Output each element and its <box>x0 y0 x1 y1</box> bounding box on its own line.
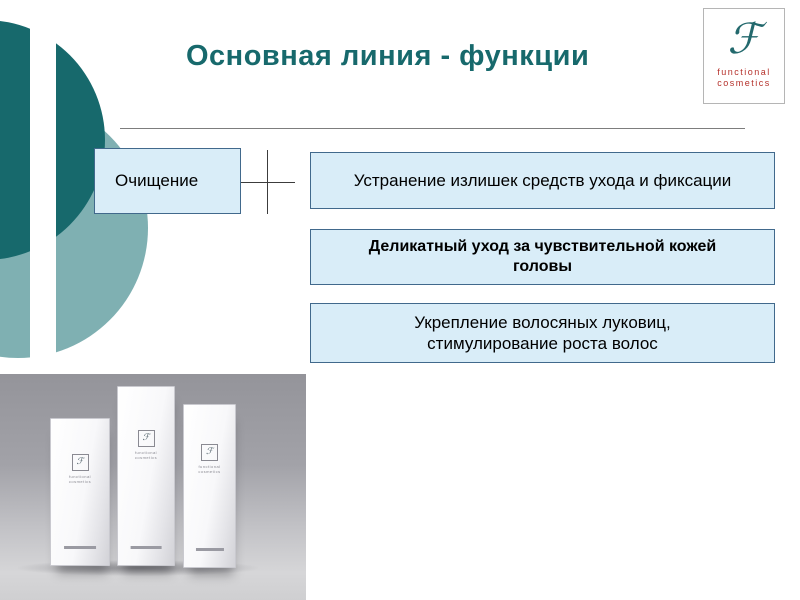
box-strengthen: Укрепление волосяных луковиц, стимулиров… <box>310 303 775 363</box>
brand-logo: ℱ functional cosmetics <box>703 8 785 104</box>
box-cleansing: Очищение <box>94 148 241 214</box>
box-delicate-care: Деликатный уход за чувствительной кожей … <box>310 229 775 285</box>
box-delicate-care-line1: Деликатный уход за чувствительной кожей <box>368 238 717 255</box>
product-caption-bar <box>64 546 96 549</box>
product-brand-mark: ℱ functional cosmetics <box>184 443 235 474</box>
box-cleansing-label: Очищение <box>115 171 199 191</box>
logo-word-functional: functional <box>717 67 771 77</box>
product-box-right: ℱ functional cosmetics <box>183 404 236 568</box>
slide-title: Основная линия - функции <box>186 40 590 72</box>
product-caption-bar <box>130 546 162 549</box>
box-delicate-care-line2: головы <box>512 258 573 275</box>
script-f-logo-icon: ℱ <box>727 13 761 63</box>
box-removal-label: Устранение излишек средств ухода и фикса… <box>353 170 732 190</box>
box-strengthen-label: Укрепление волосяных луковиц, стимулиров… <box>414 312 671 355</box>
box-removal: Устранение излишек средств ухода и фикса… <box>310 152 775 209</box>
script-f-logo-icon: ℱ <box>137 429 155 447</box>
box-strengthen-line2: стимулирование роста волос <box>427 334 658 353</box>
product-mark-word1: functional <box>198 463 221 469</box>
script-f-logo-icon: ℱ <box>201 443 218 461</box>
decorative-vertical-stripe <box>30 0 56 374</box>
product-mark-word1: functional <box>134 449 158 455</box>
title-underline <box>120 128 745 129</box>
product-caption-bar <box>195 548 224 551</box>
script-f-logo-icon: ℱ <box>71 454 89 472</box>
product-mark-word2: cosmetics <box>68 479 92 485</box>
product-brand-mark: ℱ functional cosmetics <box>51 454 109 484</box>
box-strengthen-line1: Укрепление волосяных луковиц, <box>414 312 671 332</box>
product-mark-word2: cosmetics <box>134 454 158 460</box>
product-mark-word2: cosmetics <box>198 468 221 474</box>
logo-word-cosmetics: cosmetics <box>717 78 771 88</box>
product-mark-word1: functional <box>68 474 92 480</box>
product-box-left: ℱ functional cosmetics <box>50 418 110 566</box>
product-box-middle: ℱ functional cosmetics <box>117 386 175 566</box>
brand-logo-text: functional cosmetics <box>704 67 784 89</box>
product-photo: ℱ functional cosmetics ℱ functional cosm… <box>0 374 306 600</box>
product-brand-mark: ℱ functional cosmetics <box>118 429 174 460</box>
box-delicate-care-label: Деликатный уход за чувствительной кожей … <box>369 237 716 277</box>
plus-horizontal-line <box>241 182 295 183</box>
